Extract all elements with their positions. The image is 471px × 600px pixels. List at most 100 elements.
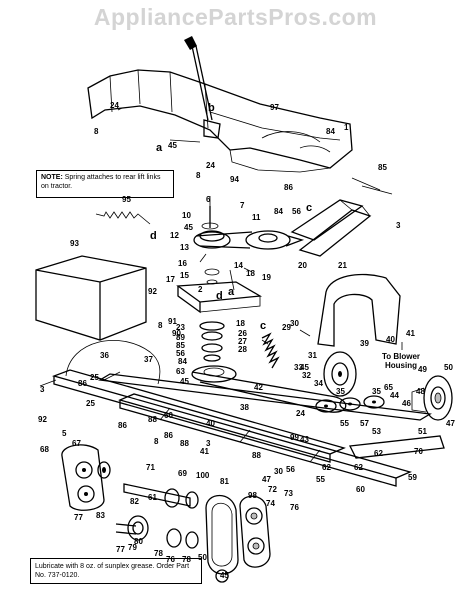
part-callout: 17 (166, 275, 175, 284)
part-callout: 50 (198, 553, 207, 562)
part-callout: 92 (38, 415, 47, 424)
belt-42 (191, 371, 347, 413)
note-box: NOTE: Spring attaches to rear lift links… (36, 170, 174, 198)
lower-pulley-stack (191, 321, 237, 383)
part-callout: 90 (172, 329, 181, 338)
part-callout: 100 (196, 471, 210, 480)
shaft-70 (123, 483, 199, 509)
part-callout: 48 (416, 387, 425, 396)
part-callout: 47 (446, 419, 455, 428)
part-callout: 1 (344, 123, 349, 132)
part-callout: 46 (402, 399, 411, 408)
part-callout: 35 (336, 387, 345, 396)
cable-36 (65, 340, 161, 385)
part-callout: 40 (386, 335, 395, 344)
part-callout: 72 (268, 485, 277, 494)
auger-housing-left (61, 444, 105, 511)
part-callout: 3 (206, 439, 211, 448)
part-callout: b (208, 102, 215, 114)
part-callout: 82 (130, 497, 139, 506)
part-callout: 68 (40, 445, 49, 454)
part-callout: 56 (286, 465, 295, 474)
part-callout: 35 (372, 387, 381, 396)
part-callout: 86 (118, 421, 127, 430)
spring-95 (95, 211, 151, 225)
part-callout: 8 (196, 171, 201, 180)
part-callout: 15 (180, 271, 189, 280)
part-callout: 6 (206, 195, 211, 204)
part-callout: 60 (356, 485, 365, 494)
shield-21 (317, 273, 401, 347)
part-callout: 8 (154, 437, 159, 446)
part-callout: 24 (110, 101, 119, 110)
part-callout: 24 (206, 161, 215, 170)
part-callout: 24 (296, 409, 305, 418)
part-callout: 36 (100, 351, 109, 360)
part-callout: 37 (144, 355, 153, 364)
part-callout: 32 (302, 371, 311, 380)
part-callout: 20 (298, 261, 307, 270)
part-callout: 78 (182, 555, 191, 564)
part-callout: 79 (128, 543, 137, 552)
chassis-rails (51, 369, 445, 487)
part-callout: 84 (326, 127, 335, 136)
part-callout: 42 (254, 383, 263, 392)
gasket-61 (205, 494, 239, 575)
part-callout: c (260, 320, 267, 332)
part-callout: 57 (360, 419, 369, 428)
part-callout: 55 (340, 419, 349, 428)
part-callout: a (156, 142, 163, 154)
part-callout: 88 (148, 415, 157, 424)
part-callout: 41 (200, 447, 209, 456)
bracket-20 (290, 177, 393, 257)
part-callout: 86 (78, 379, 87, 388)
part-callout: 8 (158, 321, 163, 330)
pulley-39 (323, 351, 357, 397)
part-callout: 97 (270, 103, 279, 112)
part-callout: 3 (40, 385, 45, 394)
part-callout: 99 (290, 433, 299, 442)
part-callout: 88 (252, 451, 261, 460)
part-callout: 59 (408, 473, 417, 482)
part-callout: 5 (62, 429, 67, 438)
part-callout: 92 (148, 287, 157, 296)
part-callout: 30 (274, 467, 283, 476)
bearing-69 (97, 461, 111, 479)
part-callout: 50 (444, 363, 453, 372)
note-label: NOTE: (41, 174, 63, 181)
blower-housing-label: To Blower Housing (381, 352, 421, 370)
part-callout: 3 (396, 221, 401, 230)
part-callout: 21 (338, 261, 347, 270)
part-callout: 45 (180, 377, 189, 386)
leader-lines (39, 107, 403, 387)
part-callout: 86 (284, 183, 293, 192)
part-callout: 41 (406, 329, 415, 338)
part-callout: 62 (374, 449, 383, 458)
part-callout: 16 (178, 259, 187, 268)
part-callout: 49 (418, 365, 427, 374)
part-callout: 76 (290, 503, 299, 512)
part-callout: 7 (240, 201, 245, 210)
part-callout: 81 (220, 477, 229, 486)
part-callout: 13 (180, 243, 189, 252)
part-callout: 56 (176, 349, 185, 358)
part-callout: 98 (248, 491, 257, 500)
part-callout: 19 (262, 273, 271, 282)
part-callout: 26 (238, 329, 247, 338)
part-callout: 73 (284, 489, 293, 498)
part-callout: 23 (176, 323, 185, 332)
part-callout: 53 (372, 427, 381, 436)
part-callout: 78 (154, 549, 163, 558)
part-callout: 51 (418, 427, 427, 436)
part-callout: 84 (274, 207, 283, 216)
seal-50 (215, 569, 229, 583)
part-callout: 67 (72, 439, 81, 448)
part-callout: 34 (314, 379, 323, 388)
part-callout: 45 (184, 223, 193, 232)
idler-pulleys-35 (315, 395, 385, 413)
part-callout: 95 (122, 195, 131, 204)
frame-housing (87, 69, 353, 173)
part-callout: 44 (390, 391, 399, 400)
part-callout: 77 (74, 513, 83, 522)
part-callout: 69 (178, 469, 187, 478)
